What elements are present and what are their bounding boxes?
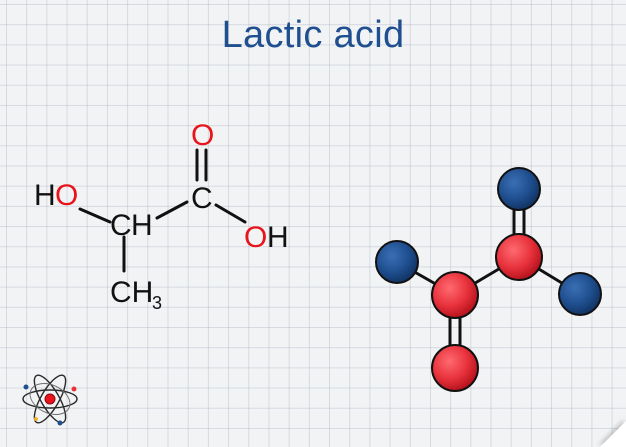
model-atom-oxygen-bottom [431,344,479,392]
model-atom-carbon-right [558,272,602,316]
label-ch3-subscript: 3 [152,293,162,313]
model-atom-oxygen-center [431,271,479,319]
bond-o-ch [78,207,112,224]
label-o-hydroxyl: O [244,221,267,254]
model-atom-carbon-top [497,167,541,211]
atom-icon-electron-1 [23,384,29,390]
label-o-carbonyl: O [191,119,214,152]
atom-icon-electron-4 [34,417,38,421]
label-o-alcohol: O [55,179,78,212]
atom-icon-orbit-1 [22,389,78,409]
structural-bonds [78,148,247,273]
label-h-alcohol: H [34,179,56,212]
page-title: Lactic acid [221,14,405,56]
label-ch3: CH [110,276,153,309]
atom-icon-orbit-3 [33,374,67,424]
atom-icon-orbit-2 [33,374,67,424]
atom-icon-electron-2 [71,386,77,392]
bond-ch-c [155,200,189,220]
label-h-hydroxyl: H [267,221,289,254]
atom-icon-orbit-4 [29,383,71,415]
atom-icon-nucleus [44,393,56,405]
model-atoms [375,167,602,392]
model-atom-oxygen-upper [495,233,543,281]
atom-icon-electron-3 [57,420,63,426]
label-h-alpha: H [131,209,153,242]
label-c-alpha: C [110,209,132,242]
label-c-carboxyl: C [191,182,213,215]
page-fold-corner [600,421,626,447]
bond-c-oh [214,203,247,224]
model-atom-carbon-left [375,240,419,284]
